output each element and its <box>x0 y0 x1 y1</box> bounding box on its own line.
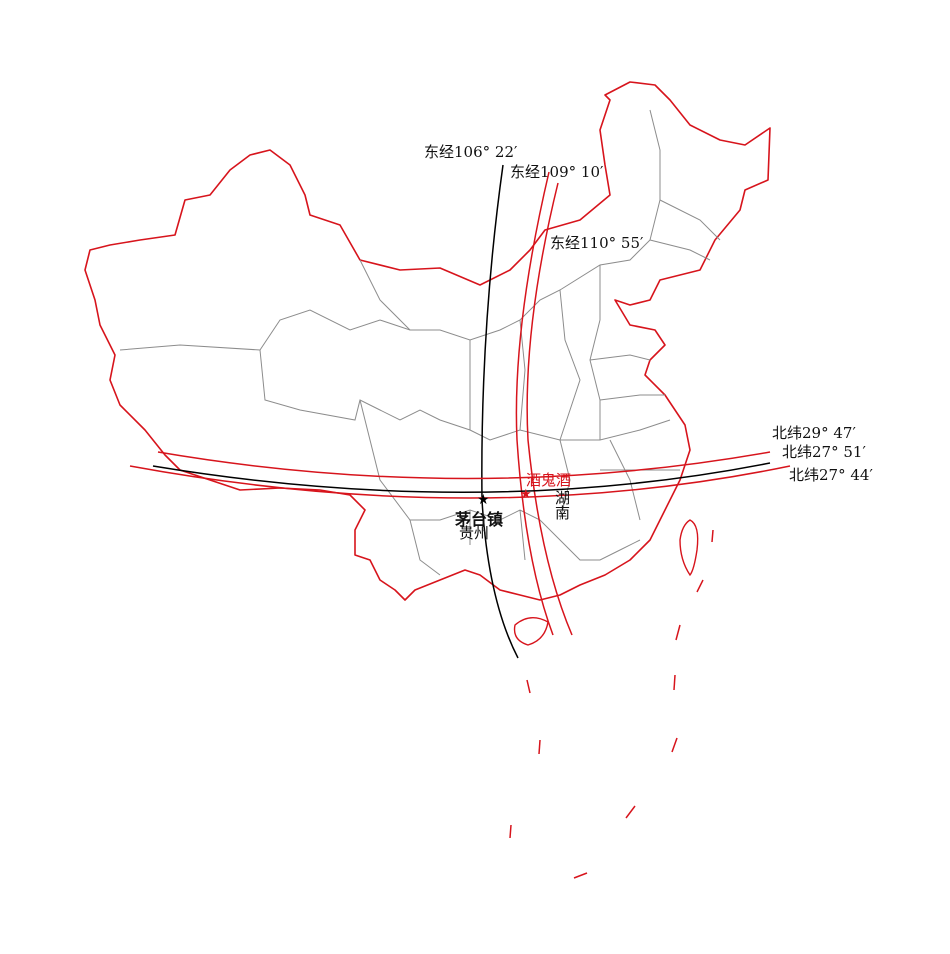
meridian-106-22 <box>481 164 519 659</box>
place-label-guizhou: 贵州 <box>459 524 490 542</box>
nine-dash-line <box>509 529 714 879</box>
parallel-lines <box>129 451 791 499</box>
national-border <box>84 81 771 601</box>
meridian-label-106: 东经106° 22′ <box>424 143 518 161</box>
place-label-jiuguijiu: 酒鬼酒 <box>526 471 572 489</box>
taiwan-island <box>679 519 699 577</box>
hainan-island <box>513 617 549 646</box>
meridian-lines <box>481 164 573 659</box>
place-label-hunan: 湖南 <box>553 490 571 520</box>
parallel-label-27-44: 北纬27° 44′ <box>789 466 873 484</box>
province-boundaries <box>119 109 721 576</box>
parallel-label-27-51: 北纬27° 51′ <box>782 443 866 461</box>
meridian-109-10 <box>515 171 554 636</box>
meridian-label-110: 东经110° 55′ <box>550 234 644 252</box>
parallel-29-47 <box>157 451 771 480</box>
parallel-27-51 <box>152 462 771 494</box>
parallel-label-29-47: 北纬29° 47′ <box>772 424 856 442</box>
meridian-label-109: 东经109° 10′ <box>510 163 604 181</box>
jiuguijiu-star-icon: ★ <box>520 487 532 502</box>
place-label-maotai: 茅台镇 <box>455 510 504 529</box>
maotai-star-icon: ★ <box>477 492 490 508</box>
parallel-27-44 <box>129 465 791 499</box>
meridian-110-55 <box>526 182 573 636</box>
